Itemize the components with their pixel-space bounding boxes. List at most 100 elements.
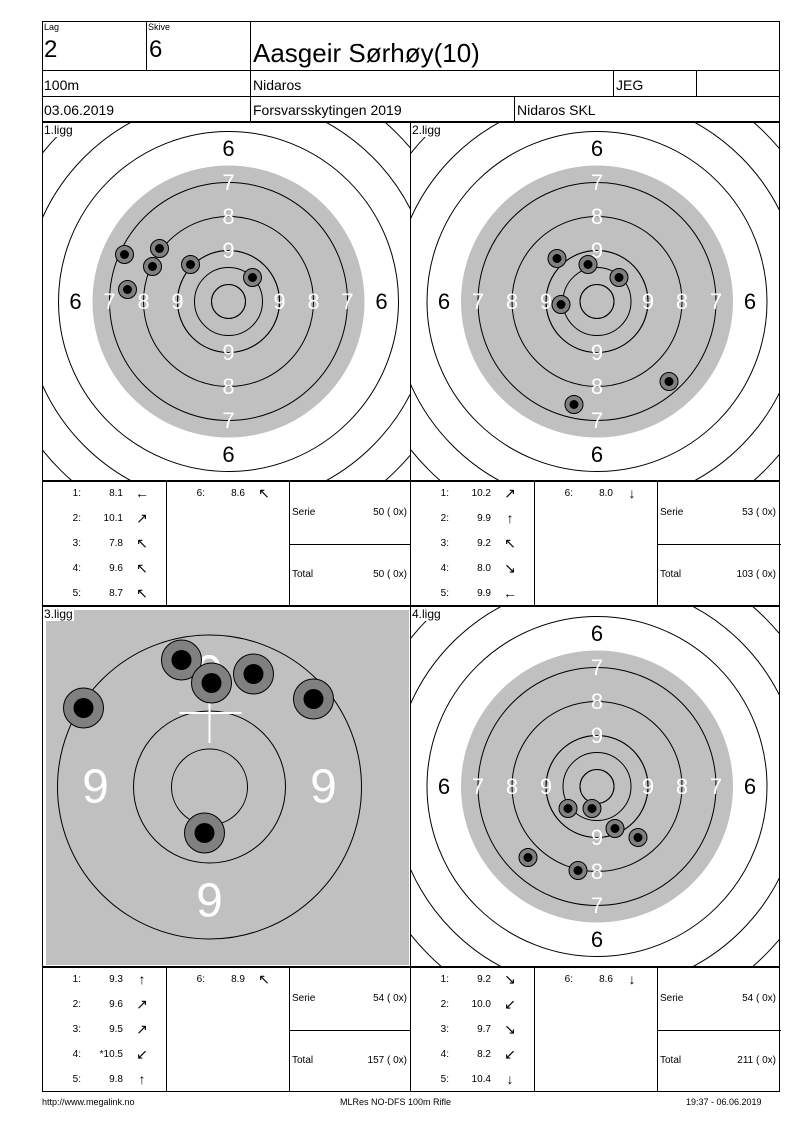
serie-value: 54 ( 0x)	[742, 993, 776, 1004]
hit-marker	[243, 664, 264, 684]
series-panel-2: 1:10.2↗2:9.9↑3:9.2↖4:8.0↘5:9.9←6:8.0↓Ser…	[410, 481, 781, 606]
hit-marker	[583, 260, 593, 269]
shot-score: *10.5	[99, 1049, 123, 1060]
shot-number: 5:	[72, 1074, 81, 1085]
hit-marker	[587, 804, 597, 813]
ring	[58, 131, 399, 472]
shot-score: 8.2	[477, 1049, 491, 1060]
header-panel	[42, 21, 780, 122]
ring	[211, 284, 246, 319]
ring-number: 8	[676, 774, 688, 799]
shot-direction-icon: ↓	[506, 1071, 514, 1087]
ring	[511, 701, 683, 872]
ring-number: 8	[506, 289, 518, 314]
shot-number: 5:	[72, 588, 81, 599]
serie-value: 53 ( 0x)	[742, 507, 776, 518]
shot-number: 6:	[196, 488, 205, 499]
shot-score: 9.7	[477, 1024, 491, 1035]
ring	[109, 182, 348, 421]
total-value: 50 ( 0x)	[373, 569, 407, 580]
shot-direction-icon: ↙	[504, 1046, 516, 1062]
ring	[545, 250, 649, 353]
shot-number: 2:	[440, 999, 449, 1010]
ring-number: 9	[591, 340, 603, 365]
total-label: Total	[292, 1055, 314, 1066]
date: 03.06.2019	[44, 102, 115, 118]
ring-number: 6	[591, 442, 603, 467]
shot-direction-icon: ↖	[136, 535, 148, 551]
hit-marker	[120, 250, 129, 259]
hit-marker	[563, 804, 573, 813]
shooter-name: Aasgeir Sørhøy(10)	[253, 38, 480, 68]
weapon: JEG	[616, 77, 644, 93]
shot-direction-icon: ↘	[504, 971, 516, 987]
ring-number: 9	[540, 289, 552, 314]
skive-label: Skive	[148, 22, 171, 32]
hit-marker	[614, 273, 624, 282]
shot-direction-icon: ↑	[138, 971, 146, 987]
ring-number: 6	[69, 289, 81, 314]
shot-score: 10.2	[471, 488, 491, 499]
total-value: 157 ( 0x)	[367, 1055, 407, 1066]
shot-score: 8.1	[109, 488, 123, 499]
shot-number: 4:	[72, 563, 81, 574]
ring-number: 7	[710, 774, 722, 799]
ring-number: 6	[591, 136, 603, 161]
shot-number: 3:	[72, 1024, 81, 1035]
divider	[42, 96, 780, 97]
ring-number: 6	[222, 442, 234, 467]
hit-marker	[73, 698, 94, 718]
ring-number: 8	[222, 204, 234, 229]
ring	[477, 182, 717, 421]
shot-direction-icon: ←	[135, 485, 149, 501]
target-label: 2.ligg	[411, 123, 442, 137]
shot-number: 4:	[72, 1049, 81, 1060]
ring	[194, 267, 263, 336]
shot-score: 8.6	[231, 488, 245, 499]
shot-score: 8.9	[231, 974, 245, 985]
shot-direction-icon: ↙	[136, 1046, 148, 1062]
divider	[696, 70, 697, 96]
hit-marker	[123, 285, 132, 294]
divider	[657, 968, 658, 1091]
hit-marker	[633, 833, 643, 842]
total-value: 211 ( 0x)	[737, 1055, 776, 1066]
shot-number: 1:	[440, 488, 449, 499]
shot-score: 7.8	[109, 538, 123, 549]
serie-value: 54 ( 0x)	[373, 993, 407, 1004]
ring-number: 6	[744, 774, 756, 799]
shot-number: 1:	[440, 974, 449, 985]
footer-url[interactable]: http://www.megalink.no	[42, 1097, 135, 1107]
divider	[657, 482, 658, 605]
distance: 100m	[44, 77, 80, 93]
shot-score: 9.3	[109, 974, 123, 985]
ring-number: 6	[591, 927, 603, 952]
shot-direction-icon: ↓	[628, 485, 636, 501]
shot-direction-icon: ↙	[504, 996, 516, 1012]
divider	[146, 21, 147, 70]
hit-marker	[171, 650, 192, 670]
lag-value: 2	[44, 36, 58, 63]
shot-direction-icon: ↖	[258, 971, 270, 987]
shot-number: 4:	[440, 1049, 449, 1060]
ring-number: 8	[591, 204, 603, 229]
shot-score: 8.0	[599, 488, 613, 499]
ring-number: 6	[438, 774, 450, 799]
shot-score: 8.0	[477, 563, 491, 574]
ring	[545, 735, 649, 838]
shot-score: 9.2	[477, 974, 491, 985]
shot-number: 6:	[196, 974, 205, 985]
shot-direction-icon: ↓	[628, 971, 636, 987]
divider	[289, 968, 290, 1091]
hit-marker	[664, 377, 674, 386]
divider	[534, 482, 535, 605]
ring-number: 9	[222, 238, 234, 263]
shot-direction-icon: ↖	[136, 585, 148, 601]
shot-score: 10.0	[471, 999, 491, 1010]
ring-number: 7	[591, 408, 603, 433]
shot-direction-icon: ↖	[258, 485, 270, 501]
shot-number: 4:	[440, 563, 449, 574]
shot-number: 3:	[440, 1024, 449, 1035]
